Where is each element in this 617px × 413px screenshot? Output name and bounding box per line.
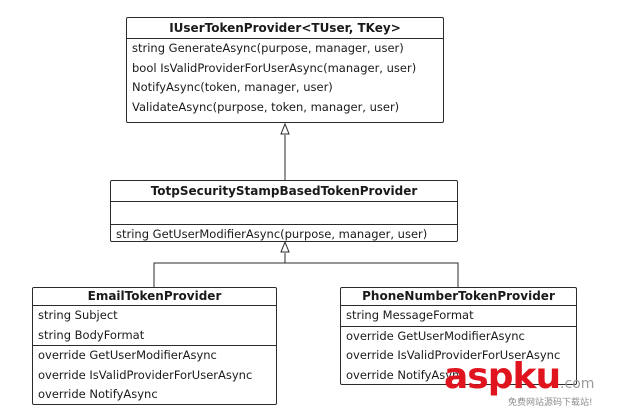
base-fields-empty [111,202,457,225]
email-method: override GetUserModifierAsync [38,348,217,362]
interface-method: NotifyAsync(token, manager, user) [132,80,333,94]
email-method: override IsValidProviderForUserAsync [38,367,253,382]
phone-class-name: PhoneNumberTokenProvider [341,288,576,306]
watermark-logo: aspku.com [444,357,594,404]
base-method: string GetUserModifierAsync(purpose, man… [116,227,428,241]
email-fields: string Subject string BodyFormat [33,306,276,346]
interface-methods: string GenerateAsync(purpose, manager, u… [127,39,443,117]
watermark-subtitle: 免费网站源码下载站! [508,398,593,408]
inheritance-arrowhead-base [280,240,290,253]
email-method: override NotifyAsync [38,387,158,401]
phone-method: override NotifyAsync [346,367,466,382]
base-class-box: TotpSecurityStampBasedTokenProvider stri… [110,180,458,242]
watermark-logo-asp: asp [444,356,513,397]
interface-method: string GenerateAsync(purpose, manager, u… [132,41,404,55]
email-class-box: EmailTokenProvider string Subject string… [32,287,277,405]
interface-class-box: IUserTokenProvider<TUser, TKey> string G… [126,17,444,123]
phone-field: string MessageFormat [346,308,474,322]
watermark-logo-ku: ku [512,356,562,397]
phone-method: override IsValidProviderForUserAsync [346,348,561,362]
site-watermark: aspku.com 免费网站源码下载站! [444,357,617,413]
interface-method: bool IsValidProviderForUserAsync(manager… [132,60,417,75]
email-field: string BodyFormat [38,327,145,342]
interface-method: ValidateAsync(purpose, token, manager, u… [132,99,400,114]
base-class-name: TotpSecurityStampBasedTokenProvider [111,181,457,202]
inheritance-arrowhead-interface [280,122,290,135]
phone-method: override GetUserModifierAsync [346,328,525,343]
inheritance-line-children-to-base [153,253,459,287]
base-methods: string GetUserModifierAsync(purpose, man… [111,225,457,245]
email-methods: override GetUserModifierAsync override I… [33,346,276,405]
phone-fields: string MessageFormat [341,306,576,327]
email-class-name: EmailTokenProvider [33,288,276,306]
email-field: string Subject [38,308,118,322]
phone-methods: override GetUserModifierAsync override I… [341,327,576,386]
watermark-logo-com: .com [560,376,595,392]
interface-class-name: IUserTokenProvider<TUser, TKey> [127,18,443,39]
phone-class-box: PhoneNumberTokenProvider string MessageF… [340,287,577,385]
